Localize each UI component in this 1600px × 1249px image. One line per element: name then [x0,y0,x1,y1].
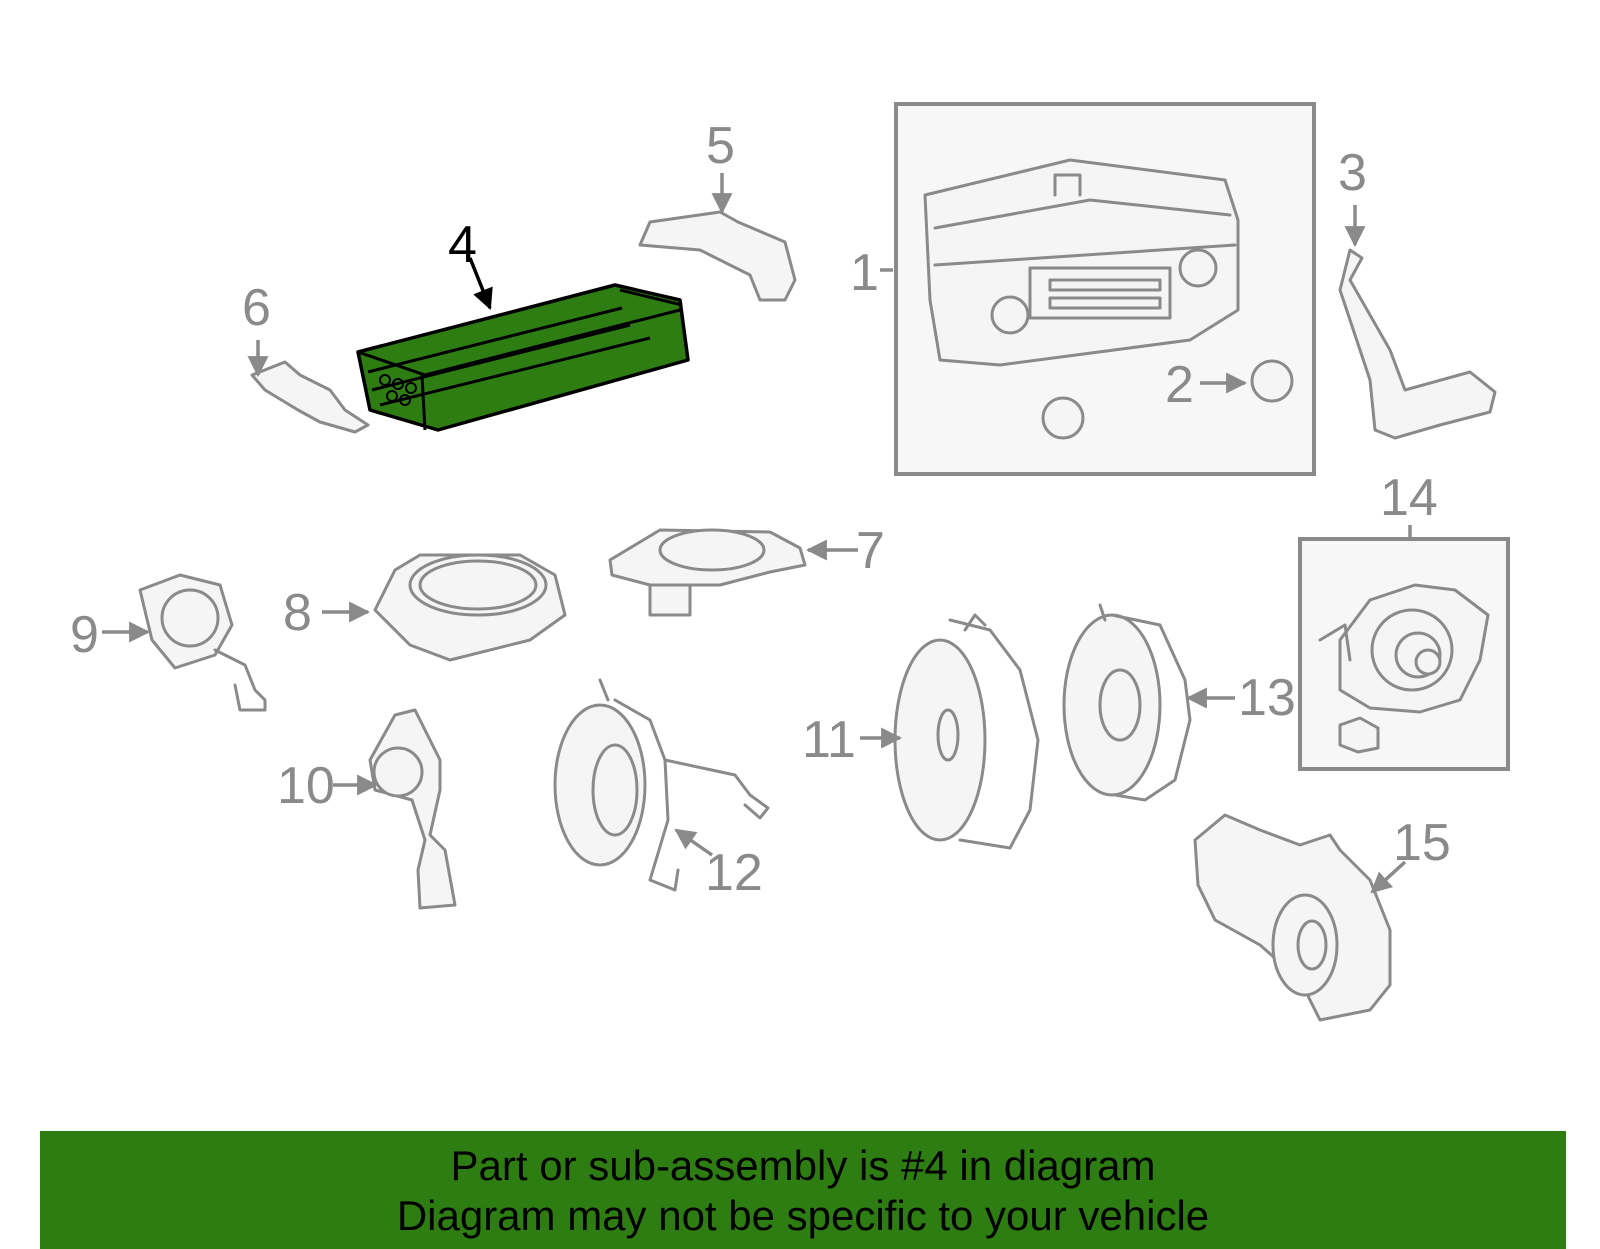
part-7-speaker[interactable] [608,528,807,617]
callout-13: 13 [1238,669,1296,727]
callout-8: 8 [283,584,312,642]
callout-11: 11 [802,711,856,769]
part-2-knob[interactable] [1041,359,1294,440]
part-5-bracket[interactable] [638,210,797,302]
info-banner: Part or sub-assembly is #4 in diagram Di… [40,1131,1566,1249]
part-10-speaker[interactable] [368,708,457,910]
part-14-speaker[interactable] [1298,537,1510,771]
part-9-speaker[interactable] [138,573,267,712]
part-6-bracket[interactable] [250,360,370,434]
banner-line-2: Diagram may not be specific to your vehi… [396,1192,1210,1239]
part-11-speaker[interactable] [893,613,1040,850]
callout-3: 3 [1338,144,1367,202]
callout-10: 10 [277,757,335,815]
callout-12: 12 [705,844,763,902]
part-13-speaker[interactable] [1062,603,1192,802]
callout-2: 2 [1165,356,1194,414]
callout-9: 9 [70,606,99,664]
callout-5: 5 [706,117,735,175]
part-8-speaker[interactable] [373,553,567,662]
callout-7: 7 [856,522,885,580]
banner-line-1: Part or sub-assembly is #4 in diagram [450,1142,1156,1189]
part-1-head-unit[interactable] [894,102,1316,476]
callout-1: 1 [850,244,879,302]
part-3-bracket[interactable] [1338,248,1497,440]
callout-14: 14 [1380,469,1438,527]
callout-4: 4 [448,216,477,274]
callout-15: 15 [1393,814,1451,872]
part-12-speaker[interactable] [553,678,770,892]
callout-6: 6 [242,279,271,337]
leader-lines [102,173,1412,894]
part-4-amplifier[interactable] [356,283,690,432]
part-15-subwoofer[interactable] [1193,813,1392,1022]
